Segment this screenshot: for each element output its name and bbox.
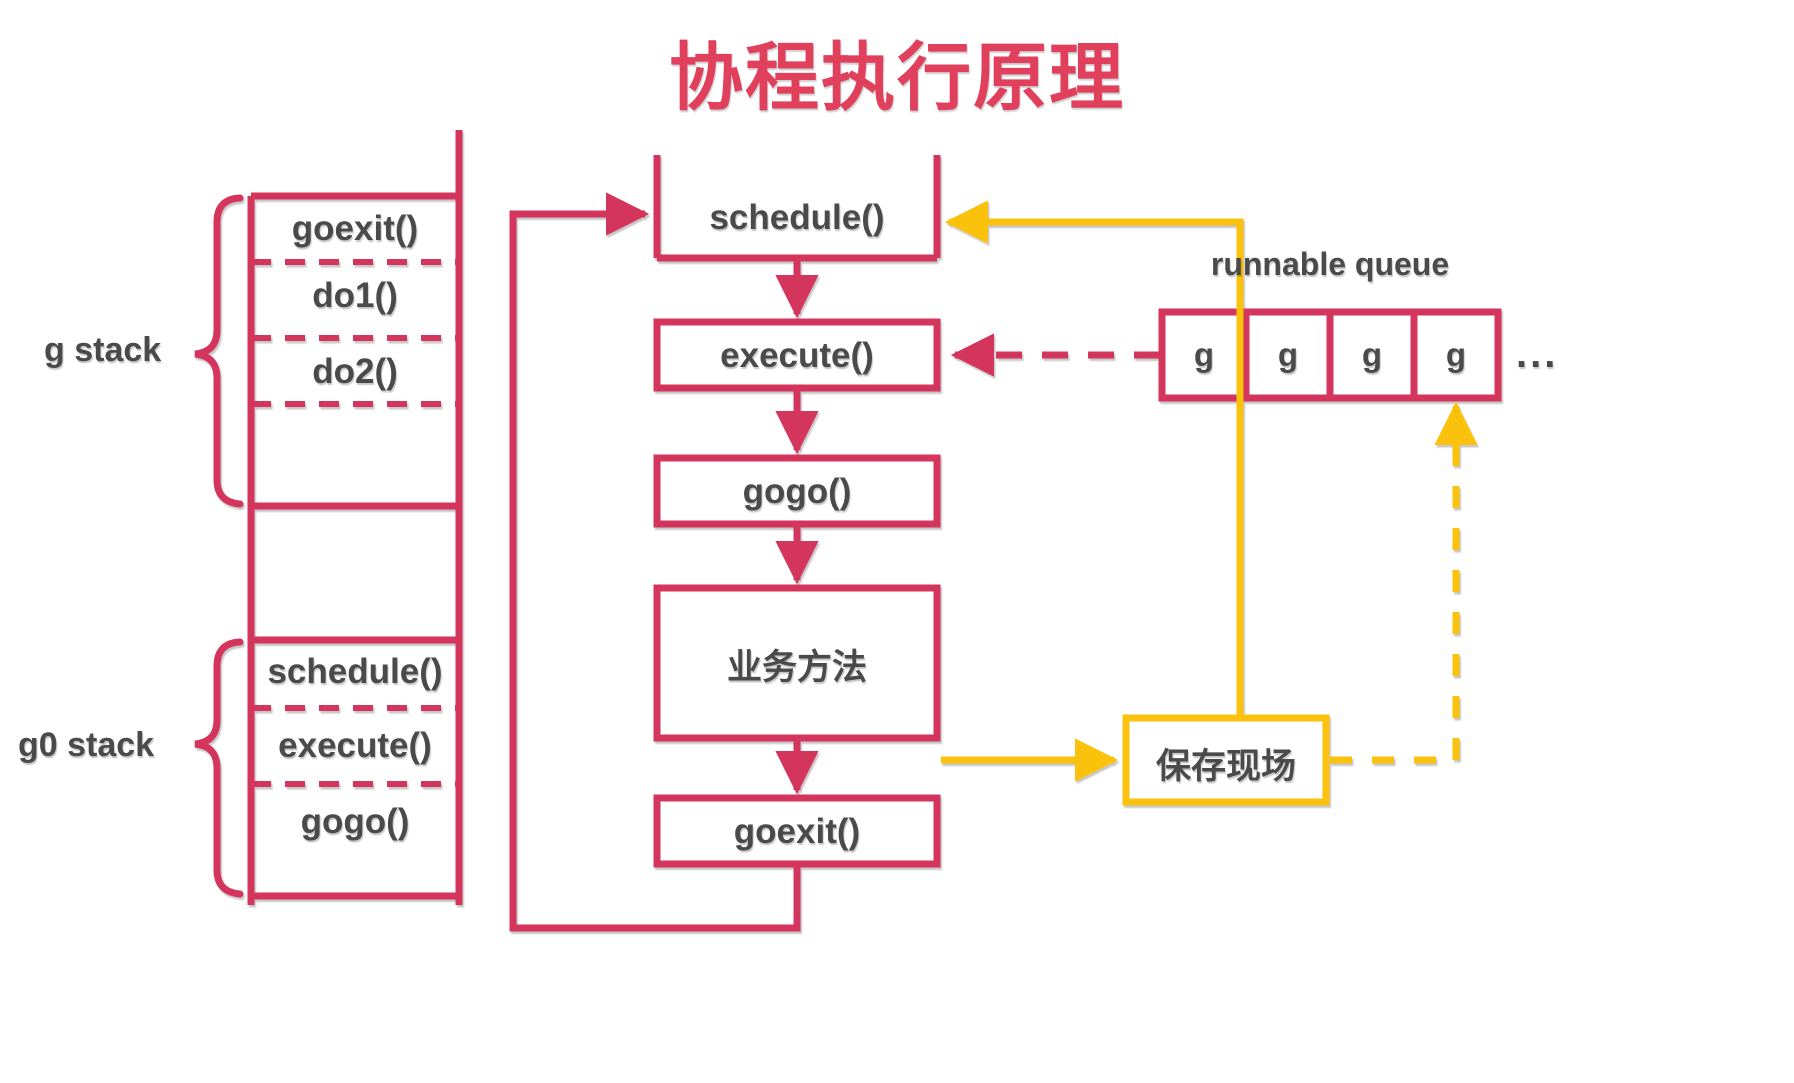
node-business-box [653,584,941,742]
flow-connectors-red [509,192,819,932]
g-stack-frame-2: do2() [312,352,398,391]
runnable-queue-header: runnable queue [1210,246,1450,282]
queue-cell-3: g [1445,336,1467,373]
g0-stack-frame-0: schedule() [267,652,443,691]
save-context-box [1122,714,1330,806]
page-title: 协程执行原理 [669,35,1125,121]
node-goexit-label: goexit() [733,812,861,851]
queue-overflow-ellipsis: ... [1516,332,1559,376]
g0-stack-brace-label: g0 stack [18,726,155,764]
node-business-method-label: 业务方法 [726,648,867,688]
queue-cell-1: g [1277,336,1299,373]
queue-cell-0: g [1193,336,1215,373]
queue-cell-2: g [1361,336,1383,373]
g0-stack-brace [194,638,244,898]
node-execute-label: execute() [720,336,874,375]
g-stack-brace-label: g stack [44,331,162,369]
g-stack-frame-0: goexit() [291,209,419,248]
flow-boxes [653,152,941,868]
save-context-label: 保存现场 [1155,747,1296,787]
flow-connectors-yellow [941,200,1478,782]
g-stack-frame-1: do1() [312,276,398,315]
runnable-queue-boxes [1158,308,1502,402]
g0-stack-frame-1: execute() [278,726,432,765]
g0-stack-frame-2: gogo() [300,802,410,841]
stack-rails [247,130,463,905]
node-gogo-label: gogo() [742,472,852,511]
node-schedule-label: schedule() [709,198,885,237]
g-stack-brace [194,194,244,508]
